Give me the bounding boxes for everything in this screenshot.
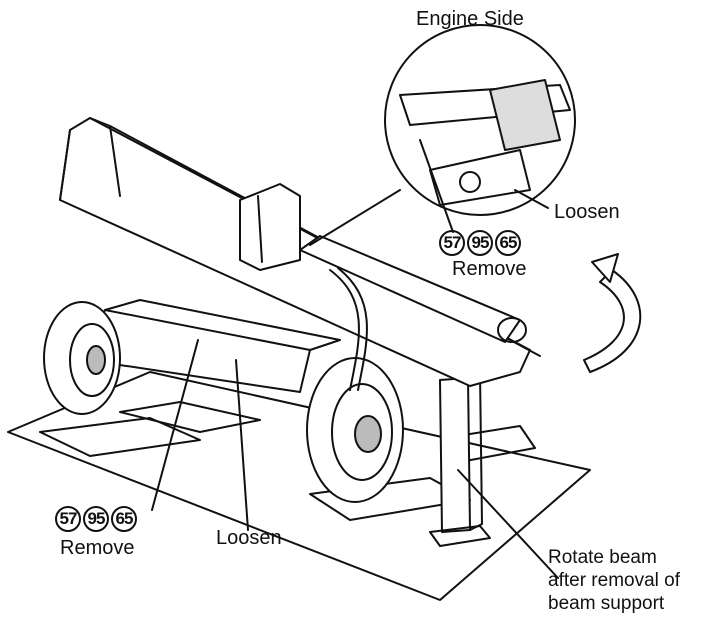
- remove-main-label: Remove: [60, 537, 135, 559]
- callout-badge: 57: [439, 230, 465, 256]
- callout-badge: 65: [495, 230, 521, 256]
- hydraulic-hose: [329, 269, 360, 391]
- note-line-3: beam support: [548, 593, 665, 614]
- leader-remove-main: [151, 339, 199, 511]
- wedge: [239, 183, 301, 271]
- remove-inset-label: Remove: [452, 258, 527, 280]
- chassis: [94, 309, 311, 393]
- leader-loosen-inset: [514, 189, 549, 209]
- callout-badge: 65: [111, 506, 137, 532]
- note-line-2: after removal of: [548, 570, 680, 591]
- callout-badge: 57: [55, 506, 81, 532]
- wood-block-rear: [119, 401, 261, 433]
- callout-inset: 57 95 65: [439, 230, 521, 256]
- engine-block: [489, 79, 561, 151]
- callout-main: 57 95 65: [55, 506, 137, 532]
- leader-remove-inset: [419, 139, 454, 233]
- rotate-beam-note: Rotate beam after removal of beam suppor…: [548, 546, 680, 615]
- engine-side-label: Engine Side: [416, 8, 524, 30]
- callout-badge: 95: [83, 506, 109, 532]
- note-line-1: Rotate beam: [548, 547, 657, 568]
- loosen-main-label: Loosen: [216, 527, 282, 549]
- inset-leader: [309, 189, 401, 246]
- engine-inset-circle: [384, 24, 576, 216]
- wood-block-left: [39, 417, 201, 457]
- beam-support: [439, 377, 471, 533]
- rotation-arrow: [583, 269, 642, 373]
- left-wheel-tire: [43, 301, 121, 415]
- loosen-inset-label: Loosen: [554, 201, 620, 223]
- callout-badge: 95: [467, 230, 493, 256]
- leader-loosen-main: [235, 359, 249, 531]
- leader-rotate-note: [457, 469, 559, 579]
